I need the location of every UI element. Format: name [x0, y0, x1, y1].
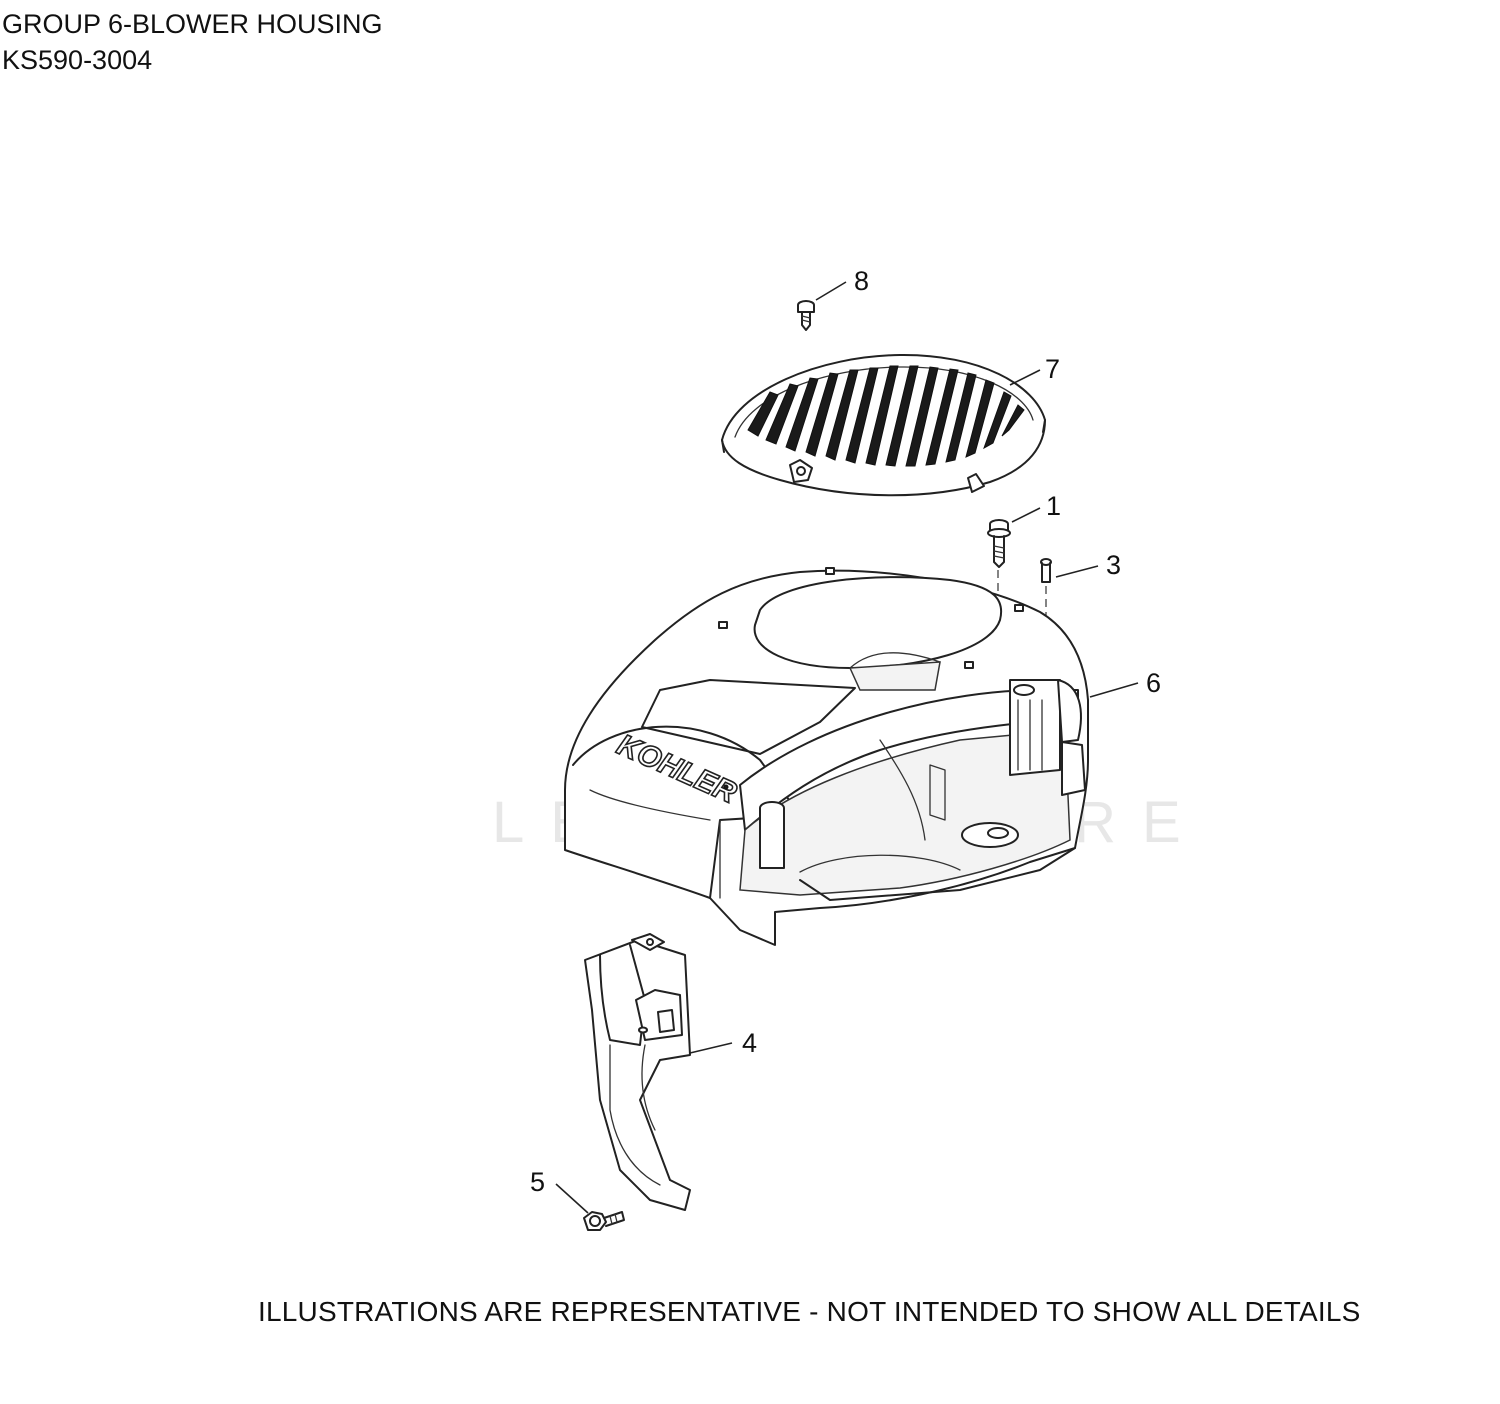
part-3-pin[interactable]: [1040, 558, 1052, 583]
callout-5: 5: [530, 1167, 545, 1197]
part-6-blower-housing[interactable]: KOHLER: [564, 567, 1089, 946]
group-title: GROUP 6-BLOWER HOUSING: [2, 9, 383, 39]
callout-4: 4: [742, 1028, 757, 1058]
callout-6: 6: [1146, 668, 1161, 698]
leader-6: [1089, 682, 1139, 698]
leader-5: [555, 1183, 589, 1214]
callout-7: 7: [1045, 354, 1060, 384]
grille-slots: [747, 365, 1025, 467]
part-8-screw[interactable]: [797, 300, 815, 331]
part-4-baffle[interactable]: [584, 933, 691, 1211]
disclaimer-text: ILLUSTRATIONS ARE REPRESENTATIVE - NOT I…: [258, 1296, 1361, 1327]
leader-4: [689, 1042, 733, 1054]
leader-1: [1011, 507, 1041, 523]
leader-3: [1055, 565, 1099, 578]
callout-1: 1: [1046, 491, 1061, 521]
model-number: KS590-3004: [2, 45, 153, 75]
part-7-grille[interactable]: [721, 353, 1046, 497]
page-header: GROUP 6-BLOWER HOUSING KS590-3004: [2, 6, 383, 78]
leader-8: [815, 281, 847, 301]
part-1-bolt[interactable]: [987, 519, 1011, 568]
callout-3: 3: [1106, 550, 1121, 580]
part-5-screw[interactable]: [583, 1211, 625, 1231]
callout-8: 8: [854, 266, 869, 296]
leader-7: [1009, 369, 1041, 386]
